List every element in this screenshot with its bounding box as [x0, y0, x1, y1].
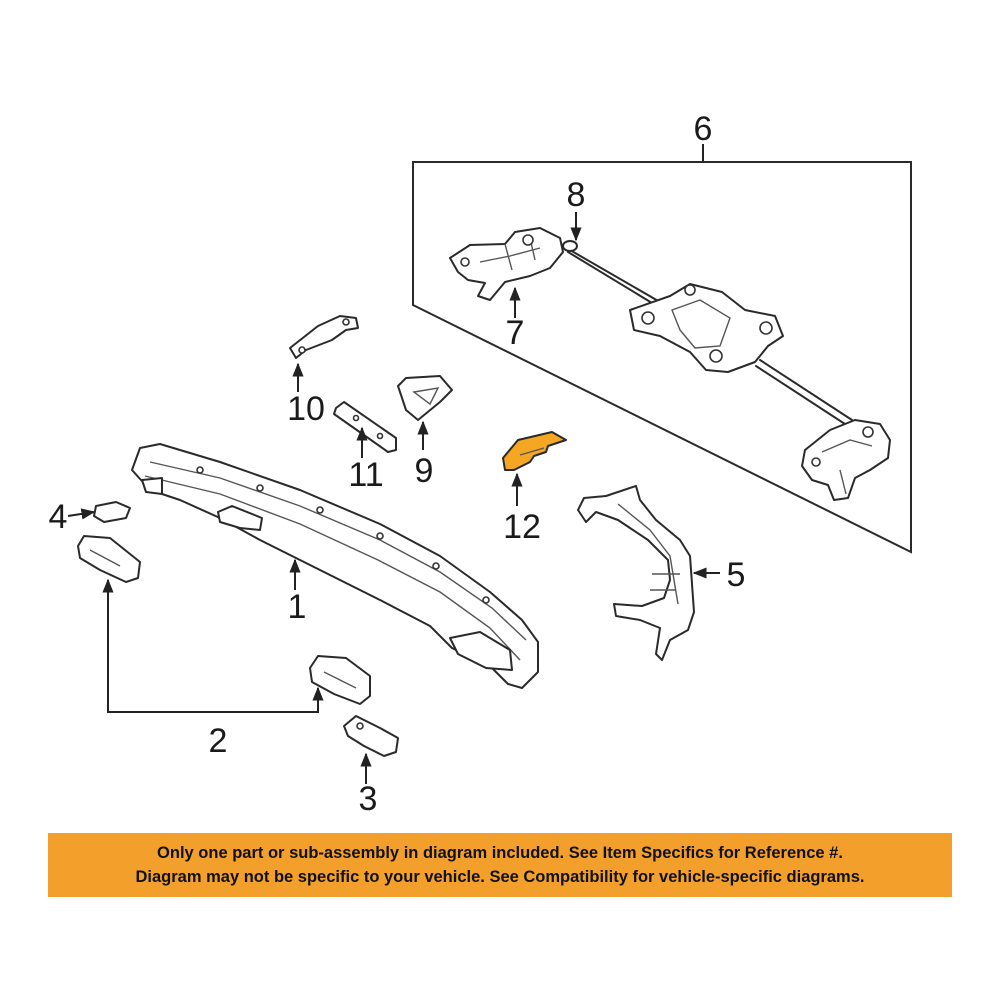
disclaimer-banner: Only one part or sub-assembly in diagram…: [48, 833, 952, 897]
part-6-crossmember[interactable]: [629, 283, 853, 427]
leader-lines: [67, 212, 720, 784]
callout-9: 9: [415, 452, 434, 490]
part-2-block-left[interactable]: [77, 535, 141, 583]
part-7-left-mount[interactable]: [449, 227, 564, 301]
callout-4: 4: [49, 498, 68, 536]
part-11-strip-bracket[interactable]: [333, 401, 397, 453]
callout-5: 5: [727, 556, 746, 594]
callout-2: 2: [209, 722, 228, 760]
disclaimer-line-2: Diagram may not be specific to your vehi…: [135, 868, 865, 886]
callout-1: 1: [288, 588, 307, 626]
callout-8: 8: [567, 176, 586, 214]
callout-7: 7: [506, 314, 525, 352]
part-6-right-mount[interactable]: [801, 419, 891, 501]
part-8-tie-rod[interactable]: [562, 240, 661, 307]
callout-10: 10: [287, 390, 325, 428]
callout-12: 12: [503, 508, 541, 546]
part-4-pad[interactable]: [93, 501, 131, 523]
part-5-support-bracket[interactable]: [577, 485, 695, 661]
part-10-bracket[interactable]: [289, 315, 359, 359]
part-3-bracket[interactable]: [343, 715, 399, 757]
part-9-gusset[interactable]: [397, 375, 453, 421]
callout-3: 3: [359, 780, 378, 818]
disclaimer-line-1: Only one part or sub-assembly in diagram…: [157, 844, 843, 862]
part-12-shim-highlighted[interactable]: [502, 431, 567, 471]
callout-11: 11: [348, 456, 383, 494]
callout-6: 6: [694, 110, 713, 148]
part-1-cross-beam[interactable]: [131, 443, 539, 689]
part-2-block-right[interactable]: [309, 655, 371, 705]
